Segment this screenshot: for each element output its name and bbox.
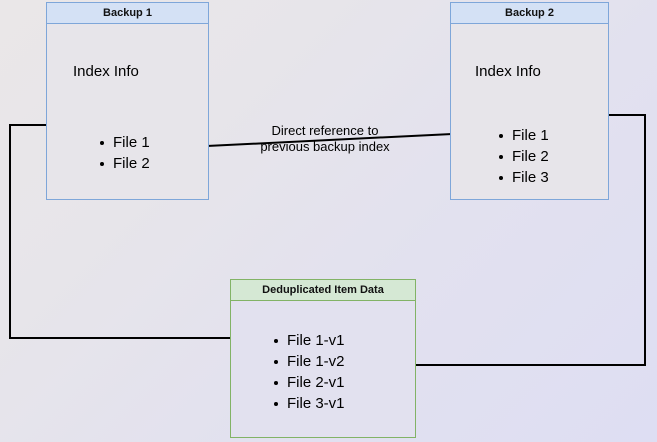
node-backup-2-header: Backup 2 [451, 3, 608, 24]
node-backup-2[interactable]: Backup 2 Index Info File 1 File 2 File 3 [450, 2, 609, 200]
node-backup-1[interactable]: Backup 1 Index Info File 1 File 2 [46, 2, 209, 200]
node-deduplicated-item-list: File 1-v1 File 1-v2 File 2-v1 File 3-v1 [271, 330, 345, 414]
list-item: File 3 [496, 167, 549, 188]
node-backup-2-subtitle: Index Info [475, 63, 541, 80]
edge-label-direct-reference: Direct reference to previous backup inde… [260, 123, 390, 154]
node-backup-1-subtitle: Index Info [73, 63, 139, 80]
list-item: File 1 [97, 132, 150, 153]
node-deduplicated-item-data-body: File 1-v1 File 1-v2 File 2-v1 File 3-v1 [231, 301, 415, 437]
list-item: File 3-v1 [271, 393, 345, 414]
node-backup-1-body: Index Info File 1 File 2 [47, 24, 208, 199]
node-deduplicated-item-data[interactable]: Deduplicated Item Data File 1-v1 File 1-… [230, 279, 416, 438]
list-item: File 2 [496, 146, 549, 167]
list-item: File 1 [496, 125, 549, 146]
node-backup-2-body: Index Info File 1 File 2 File 3 [451, 24, 608, 199]
list-item: File 1-v1 [271, 330, 345, 351]
node-backup-1-item-list: File 1 File 2 [97, 132, 150, 174]
list-item: File 2 [97, 153, 150, 174]
node-backup-2-item-list: File 1 File 2 File 3 [496, 125, 549, 188]
node-backup-1-header: Backup 1 [47, 3, 208, 24]
node-deduplicated-item-data-header: Deduplicated Item Data [231, 280, 415, 301]
list-item: File 2-v1 [271, 372, 345, 393]
list-item: File 1-v2 [271, 351, 345, 372]
